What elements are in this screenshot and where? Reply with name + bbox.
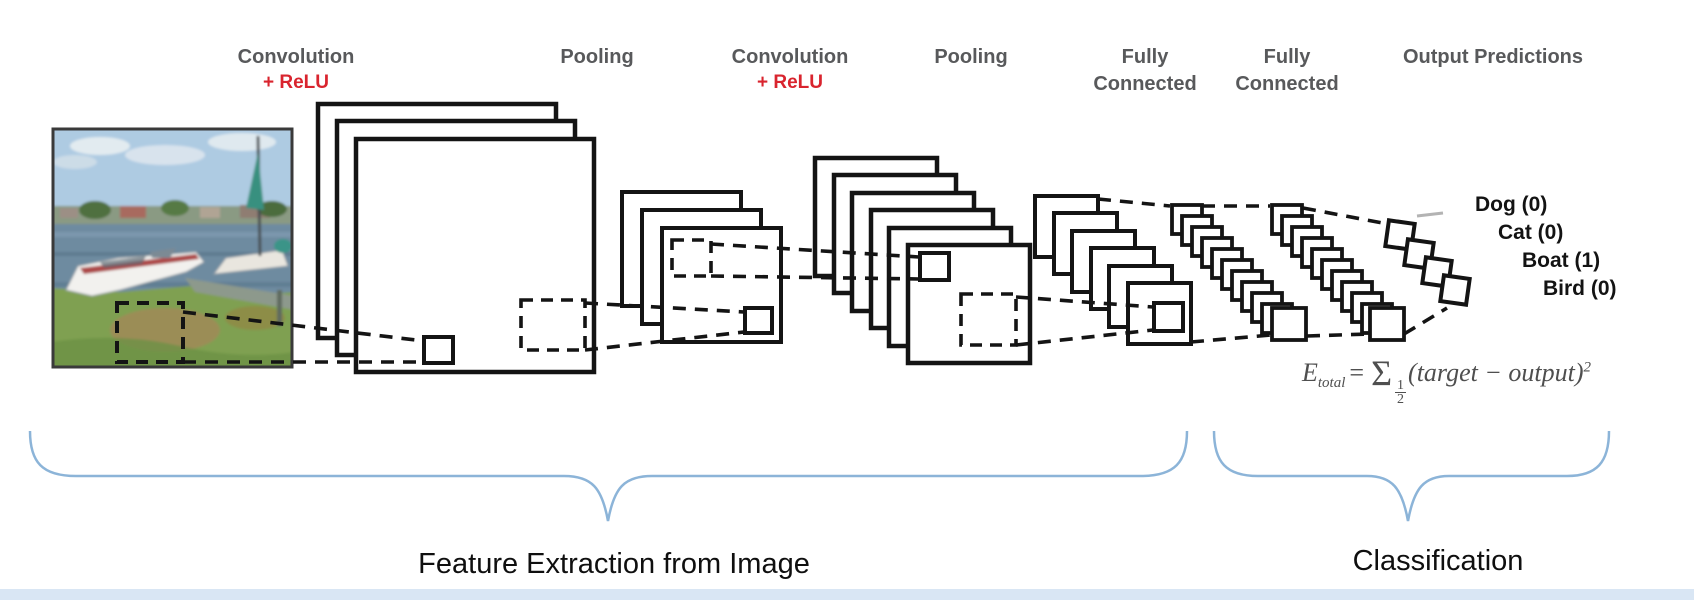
stage-label-fc2: Fully Connected (1226, 44, 1348, 98)
formula-equals: = (1349, 358, 1365, 387)
stage-label-pool1: Pooling (560, 44, 633, 71)
stage-label-conv2: Convolution + ReLU (732, 44, 849, 95)
connector-dashed-line (182, 310, 425, 343)
prediction-label-cat: Cat (0) (1498, 221, 1564, 244)
feature-map (353, 136, 597, 375)
stage-title: Fully Connected (1235, 46, 1339, 95)
pool1-feature-maps (620, 190, 783, 344)
relu-sublabel: + ReLU (262, 72, 329, 93)
formula-body: (target − output) (1408, 358, 1584, 387)
stage-title: Output Predictions (1403, 46, 1583, 68)
connector-dashed-line (1015, 328, 1154, 347)
stage-title: Convolution (237, 46, 355, 68)
connector-dashed-line (710, 242, 920, 259)
connector-dashed-line (584, 330, 745, 352)
connector-dashed-line (1403, 306, 1448, 336)
kernel-output-squares (422, 251, 1185, 365)
relu-sublabel: + ReLU (756, 72, 823, 93)
fc1-nodes (1170, 203, 1308, 342)
receptive-field-box (115, 301, 185, 364)
classification-brace (1212, 430, 1611, 522)
output-node (1438, 273, 1472, 307)
fraction-numerator: 1 (1395, 378, 1407, 393)
fc-node (1368, 306, 1406, 342)
output-nodes (1383, 218, 1472, 307)
bottom-accent-bar (0, 589, 1694, 600)
input-photo-border (51, 127, 294, 369)
formula-exponent: 2 (1583, 359, 1591, 376)
kernel-square (1152, 301, 1185, 333)
connector-dashed-line (1097, 197, 1171, 208)
stage-label-fc1: Fully Connected (1084, 44, 1206, 98)
receptive-field-box (959, 292, 1018, 347)
conv2-feature-maps (812, 155, 1033, 366)
pool2-feature-maps (1033, 194, 1193, 346)
connector-dashed-line (1302, 206, 1389, 226)
faint-dash-mark (1416, 211, 1444, 218)
classification-label: Classification (1352, 545, 1524, 577)
prediction-label-boat: Boat (1) (1522, 249, 1601, 272)
section-braces (28, 430, 1611, 522)
stage-label-pool2: Pooling (934, 44, 1007, 71)
prediction-label-bird: Bird (0) (1543, 277, 1617, 300)
stage-title: Convolution (731, 46, 849, 68)
stage-title: Fully Connected (1093, 46, 1197, 95)
formula-lhs: E (1302, 358, 1318, 387)
fc2-nodes (1270, 203, 1406, 342)
receptive-field-overlays (115, 197, 1448, 364)
receptive-field-box (670, 238, 713, 278)
kernel-square (422, 335, 455, 365)
stage-label-conv1: Convolution + ReLU (238, 44, 355, 95)
stage-label-output: Output Predictions (1403, 44, 1583, 71)
connector-dashed-line (710, 274, 920, 281)
connector-dashed-line (1306, 332, 1370, 338)
kernel-square (743, 306, 774, 335)
connector-dashed-line (1015, 295, 1154, 309)
conv1-feature-maps (315, 101, 597, 375)
fc-node (1270, 306, 1308, 342)
receptive-field-box (519, 298, 587, 352)
stage-title: Pooling (560, 46, 634, 68)
input-photo (53, 129, 292, 367)
connector-dashed-line (1190, 333, 1272, 344)
feature-extraction-brace (28, 430, 1189, 522)
sigma-symbol: Σ (1371, 353, 1393, 393)
prediction-label-dog: Dog (0) (1475, 193, 1548, 216)
stage-title: Pooling (934, 46, 1008, 68)
feature-extraction-label: Feature Extraction from Image (418, 548, 810, 580)
fraction-denominator: 2 (1397, 392, 1405, 407)
kernel-square (918, 251, 951, 282)
connector-dashed-line (584, 301, 745, 314)
formula-lhs-subscript: total (1317, 375, 1346, 392)
